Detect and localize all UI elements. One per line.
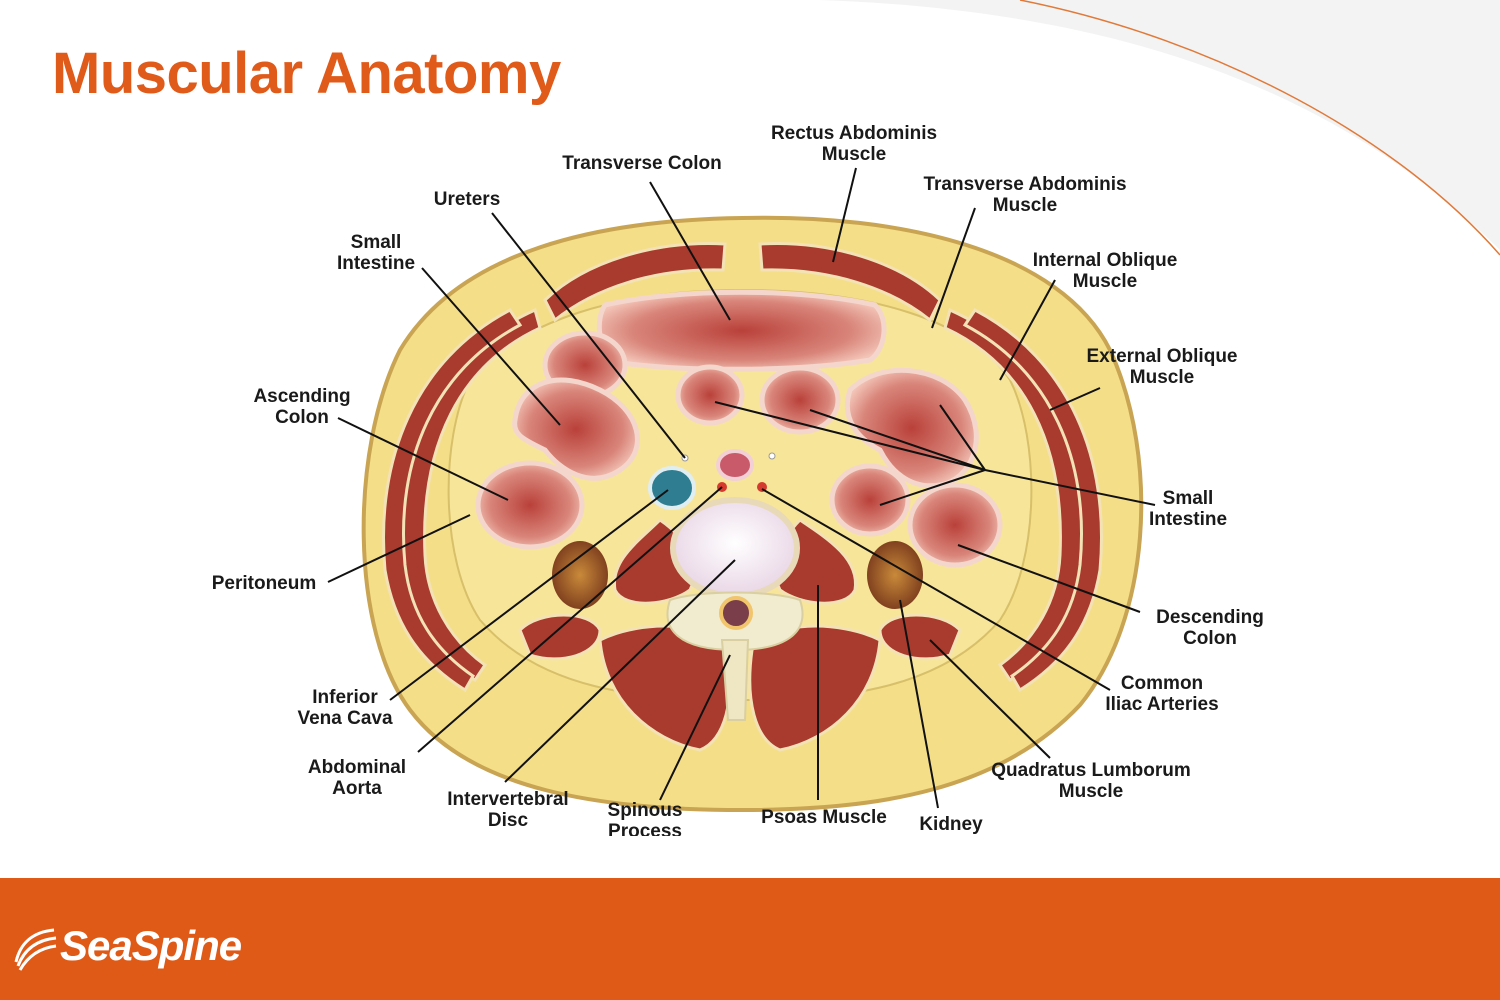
label-ureters: Ureters [433, 189, 501, 210]
label-psoas-muscle: Psoas Muscle [761, 807, 887, 828]
wave-logo-icon [14, 928, 57, 971]
label-external-oblique-muscle: External Oblique Muscle [1086, 346, 1238, 388]
label-peritoneum: Peritoneum [211, 573, 317, 594]
brand-name: SeaSpine [60, 922, 242, 969]
label-small-intestine-right: Small Intestine [1148, 488, 1228, 530]
label-common-iliac-arteries: Common Iliac Arteries [1105, 673, 1219, 715]
label-transverse-abdominis-muscle: Transverse Abdominis Muscle [923, 174, 1127, 216]
label-abdominal-aorta: Abdominal Aorta [307, 757, 407, 799]
label-rectus-abdominis-muscle: Rectus Abdominis Muscle [770, 123, 938, 165]
label-inferior-vena-cava: Inferior Vena Cava [297, 687, 393, 729]
label-spinous-process: Spinous Process [607, 800, 683, 836]
label-quadratus-lumborum-muscle: Quadratus Lumborum Muscle [991, 760, 1191, 802]
brand-logo: SeaSpine [10, 918, 242, 974]
footer-bar [0, 878, 1500, 1000]
abdominal-cross-section-illustration [327, 167, 1156, 813]
label-intervertebral-disc: Intervertebral Disc [447, 789, 569, 831]
label-ascending-colon: Ascending Colon [253, 386, 351, 428]
page-title: Muscular Anatomy [52, 41, 561, 106]
label-internal-oblique-muscle: Internal Oblique Muscle [1032, 250, 1178, 292]
label-kidney: Kidney [919, 814, 983, 835]
header-swoosh-decoration [820, 0, 1500, 256]
label-transverse-colon: Transverse Colon [562, 153, 722, 174]
label-descending-colon: Descending Colon [1156, 607, 1264, 649]
label-small-intestine-left: Small Intestine [336, 232, 416, 274]
